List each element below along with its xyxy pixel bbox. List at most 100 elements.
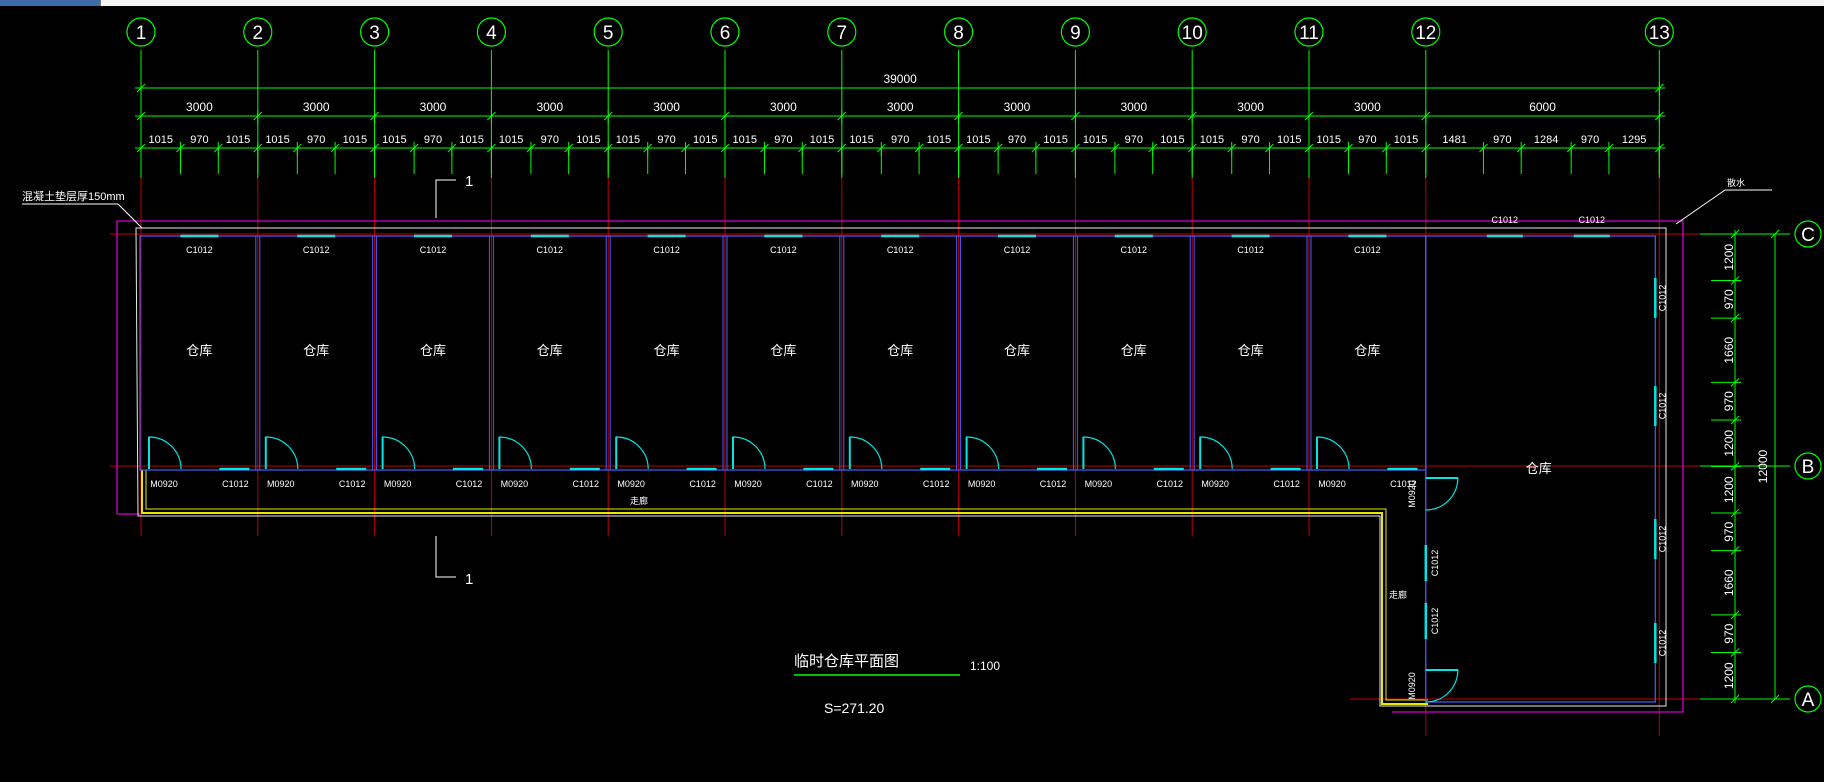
dim-openings-text: 1295 xyxy=(1622,134,1646,146)
dim-openings-text: 1015 xyxy=(576,134,600,146)
axis-bubble xyxy=(1177,17,1207,47)
section-mark-bottom: 1 xyxy=(465,571,473,588)
partition-wall xyxy=(605,235,611,471)
dim-right-tick xyxy=(1770,694,1780,704)
axis-number: 11 xyxy=(1299,23,1319,44)
door-swing xyxy=(615,436,649,470)
door-swing xyxy=(966,436,1000,470)
axis-bubble xyxy=(243,17,273,47)
dim-openings-text: 1015 xyxy=(693,134,717,146)
room-label: 仓库 xyxy=(420,343,446,358)
dim-openings-text: 1015 xyxy=(1200,134,1224,146)
dim-bays-text: 3000 xyxy=(1120,100,1147,114)
section-cut-bottom xyxy=(435,536,456,578)
dim-right-seg-text: 970 xyxy=(1722,289,1736,309)
slab-outline xyxy=(116,220,1684,713)
axis-number: 12 xyxy=(1415,23,1436,44)
axis-bubble xyxy=(1060,17,1091,47)
axis-letter: A xyxy=(1802,690,1815,711)
window-label: C1012 xyxy=(1273,479,1300,489)
door-label: M0920 xyxy=(1318,479,1346,489)
room-label: 仓库 xyxy=(537,343,563,358)
dim-openings-text: 1015 xyxy=(226,134,250,146)
dim-openings-text: 1015 xyxy=(382,134,406,146)
dim-openings-text: 970 xyxy=(774,134,792,146)
partition-wall xyxy=(1189,235,1195,471)
axis-number: 6 xyxy=(720,23,731,44)
dim-openings-text: 1015 xyxy=(616,134,640,146)
dim-openings-text: 1015 xyxy=(343,134,367,146)
partition-wall xyxy=(372,235,378,471)
dim-right-tick xyxy=(1770,229,1780,239)
door-swing xyxy=(1082,436,1116,470)
axis-number: 8 xyxy=(953,23,964,44)
window-label: C1012 xyxy=(339,479,366,489)
dim-openings-text: 970 xyxy=(1358,134,1376,146)
dim-openings-text: 1015 xyxy=(1394,134,1418,146)
corridor-wall xyxy=(141,470,1428,705)
dim-right-seg-text: 970 xyxy=(1722,521,1736,541)
room-label: 仓库 xyxy=(770,343,796,358)
dim-openings-text: 1015 xyxy=(927,134,951,146)
dim-openings-text: 1015 xyxy=(810,134,834,146)
area-text: S=271.20 xyxy=(824,700,885,716)
window-label: C1012 xyxy=(1657,393,1667,420)
window-label: C1012 xyxy=(1157,479,1184,489)
door-label: M0920 xyxy=(968,479,996,489)
partition-wall xyxy=(722,235,728,471)
axis-number: 2 xyxy=(253,23,264,44)
axis-number: 7 xyxy=(837,23,848,44)
axis-bubble xyxy=(1644,17,1674,47)
window-label: C1012 xyxy=(1390,479,1417,489)
dim-openings-text: 970 xyxy=(1241,134,1259,146)
window-label: C1012 xyxy=(537,245,564,255)
dim-right-seg-text: 970 xyxy=(1722,623,1736,643)
dim-bays-text: 6000 xyxy=(1529,100,1556,114)
dim-bays-text: 3000 xyxy=(770,100,797,114)
labels-layer: 混凝土垫层厚150mm 散水 临时仓库平面图 1:100 S=271.20 走廊… xyxy=(22,173,1772,716)
dim-openings-text: 1481 xyxy=(1442,134,1466,146)
active-tab-fragment[interactable] xyxy=(0,0,101,6)
axis-bubble xyxy=(476,17,506,47)
grid-lines-layer xyxy=(110,146,1700,736)
axis-bubble xyxy=(126,17,156,47)
corridor-label-2: 走廊 xyxy=(1389,589,1407,600)
axis-letter: B xyxy=(1802,457,1815,478)
corridor-wall-inner xyxy=(145,470,1428,701)
axis-number: 4 xyxy=(486,23,497,44)
axis-bubble xyxy=(593,17,623,47)
window-label: C1012 xyxy=(770,245,797,255)
partition-wall xyxy=(1072,235,1078,471)
axis-bubble xyxy=(1411,17,1441,47)
axis-letter: C xyxy=(1801,225,1815,246)
drawing-title: 临时仓库平面图 xyxy=(794,653,899,670)
room-label: 仓库 xyxy=(1238,343,1264,358)
window-label: C1012 xyxy=(887,245,914,255)
dim-bays-text: 3000 xyxy=(1004,100,1031,114)
door-swing xyxy=(498,436,532,470)
dim-right-seg-text: 1200 xyxy=(1722,430,1736,457)
section-mark-top: 1 xyxy=(465,173,473,190)
door-swing xyxy=(1316,436,1350,470)
door-label: M0920 xyxy=(501,479,529,489)
axis-number: 9 xyxy=(1070,23,1081,44)
dim-openings-text: 1015 xyxy=(149,134,173,146)
window-label: C1012 xyxy=(1657,630,1667,657)
room-label: 仓库 xyxy=(1526,461,1552,476)
window-label: C1012 xyxy=(1430,550,1440,577)
axis-bubble xyxy=(1294,17,1324,47)
outline-layer xyxy=(116,220,1684,713)
axis-bubble xyxy=(827,17,857,47)
dim-openings-text: 1015 xyxy=(966,134,990,146)
door-label: M0920 xyxy=(1201,479,1229,489)
axis-bubble xyxy=(1794,452,1822,480)
door-swing xyxy=(1199,436,1233,470)
door-swing xyxy=(148,436,182,470)
window-label: C1012 xyxy=(420,245,447,255)
top-toolbar-strip xyxy=(0,0,1824,6)
dim-right-seg-text: 1200 xyxy=(1722,662,1736,689)
window-label: C1012 xyxy=(456,479,483,489)
dim-bays-text: 3000 xyxy=(303,100,330,114)
